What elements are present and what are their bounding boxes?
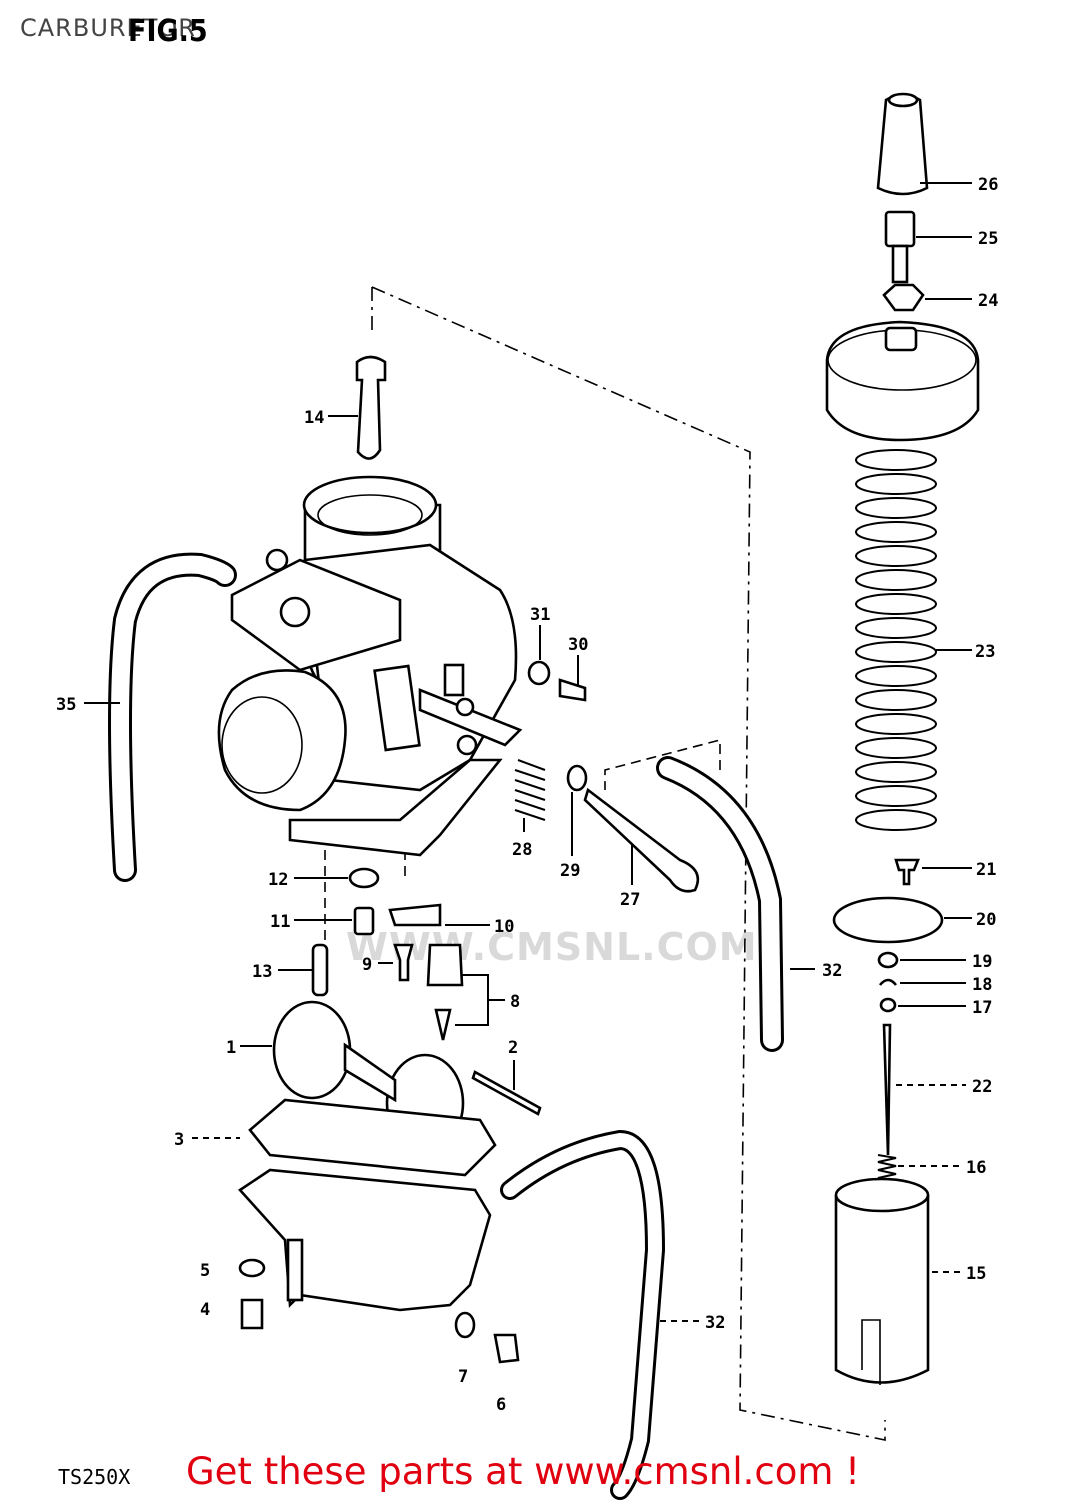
spring-coil: [855, 593, 937, 615]
callout-13: 13: [252, 962, 272, 982]
leader-lines: [84, 182, 972, 1322]
spring-coil: [855, 449, 937, 471]
mixing-chamber-top: [825, 320, 980, 442]
spring-coil: [855, 713, 937, 735]
spring-coil: [855, 761, 937, 783]
callout-14: 14: [304, 408, 324, 428]
part-15-throttle-valve: [834, 1195, 930, 1384]
callout-3: 3: [174, 1130, 184, 1150]
spring-coil: [855, 521, 937, 543]
callout-19: 19: [972, 952, 992, 972]
callout-24: 24: [978, 291, 998, 311]
part-30-screw: [558, 678, 587, 702]
spring-coil: [855, 497, 937, 519]
part-3-gasket: [248, 1098, 497, 1177]
spring-coil: [855, 809, 937, 831]
callout-9: 9: [362, 955, 372, 975]
part-4-drain-screw: [240, 1298, 264, 1330]
callout-4: 4: [200, 1300, 210, 1320]
callout-29: 29: [560, 861, 580, 881]
part-7-o-ring: [454, 1311, 476, 1339]
part-5-washer: [238, 1258, 266, 1278]
callout-6: 6: [496, 1395, 506, 1415]
part-11-jet: [353, 906, 375, 936]
callout-22: 22: [972, 1077, 992, 1097]
part-10-plate: [388, 903, 442, 927]
callout-15: 15: [966, 1264, 986, 1284]
callout-27: 27: [620, 890, 640, 910]
float-chamber: [238, 1168, 492, 1312]
callout-18: 18: [972, 975, 992, 995]
part-8-needle-valve: [426, 943, 464, 987]
callout-23: 23: [975, 642, 995, 662]
part-19-washer: [877, 951, 899, 969]
dashed-guide-1: [324, 738, 721, 940]
callout-2: 2: [508, 1038, 518, 1058]
part-31-washer: [527, 660, 551, 686]
callout-28: 28: [512, 840, 532, 860]
callout-32-lower: 32: [705, 1313, 725, 1333]
callout-30: 30: [568, 635, 588, 655]
model-code: TS250X: [58, 1465, 131, 1489]
callout-12: 12: [268, 870, 288, 890]
part-18-clip: [878, 978, 898, 986]
watermark: WWW.CMSNL.COM: [346, 925, 758, 969]
callout-5: 5: [200, 1261, 210, 1281]
spring-coil: [855, 545, 937, 567]
assembly-dashed-outline: [371, 286, 886, 1441]
callout-35: 35: [56, 695, 76, 715]
part-21-screw: [894, 858, 920, 886]
part-23-spring: [855, 449, 937, 831]
part-9-screw: [393, 943, 414, 982]
callout-20: 20: [976, 910, 996, 930]
part-24-nut: [882, 283, 925, 312]
callout-25: 25: [978, 229, 998, 249]
callout-labels: 26 25 24 23 21 20 19 18 17 22 16 15 35 1…: [56, 175, 998, 1415]
callout-21: 21: [976, 860, 996, 880]
figure-number: FIG.5: [128, 14, 208, 49]
spring-coil: [855, 617, 937, 639]
callout-8: 8: [510, 992, 520, 1012]
part-2-float-pin: [471, 1070, 542, 1116]
spring-coil: [855, 473, 937, 495]
callout-26: 26: [978, 175, 998, 195]
spring-coil: [855, 689, 937, 711]
part-27-air-screw: [583, 787, 700, 893]
callout-31: 31: [530, 605, 550, 625]
spring-coil: [855, 785, 937, 807]
promo-link[interactable]: Get these parts at www.cmsnl.com !: [186, 1450, 861, 1493]
callout-32-upper: 32: [822, 961, 842, 981]
part-14-screw: [355, 355, 387, 460]
part-17-washer: [879, 997, 897, 1013]
part-20-plate: [832, 896, 944, 944]
callout-11: 11: [270, 912, 290, 932]
callout-10: 10: [494, 917, 514, 937]
part-28-spring: [514, 759, 546, 821]
part-13-tube: [311, 943, 329, 997]
part-26-cap: [876, 93, 929, 196]
part-25-adjuster: [884, 210, 916, 248]
callout-17: 17: [972, 998, 992, 1018]
part-29-washer: [566, 764, 588, 792]
part-22-needle: [882, 1023, 892, 1156]
spring-coil: [855, 665, 937, 687]
page-title: CARBURETOR: [20, 14, 196, 42]
callout-1: 1: [226, 1038, 236, 1058]
callout-7: 7: [458, 1367, 468, 1387]
spring-coil: [855, 641, 937, 663]
carburetor-body: [217, 475, 523, 857]
spring-coil: [855, 737, 937, 759]
part-12-washer: [348, 867, 380, 889]
callout-16: 16: [966, 1158, 986, 1178]
part-6-fitting: [493, 1333, 520, 1364]
spring-coil: [855, 569, 937, 591]
